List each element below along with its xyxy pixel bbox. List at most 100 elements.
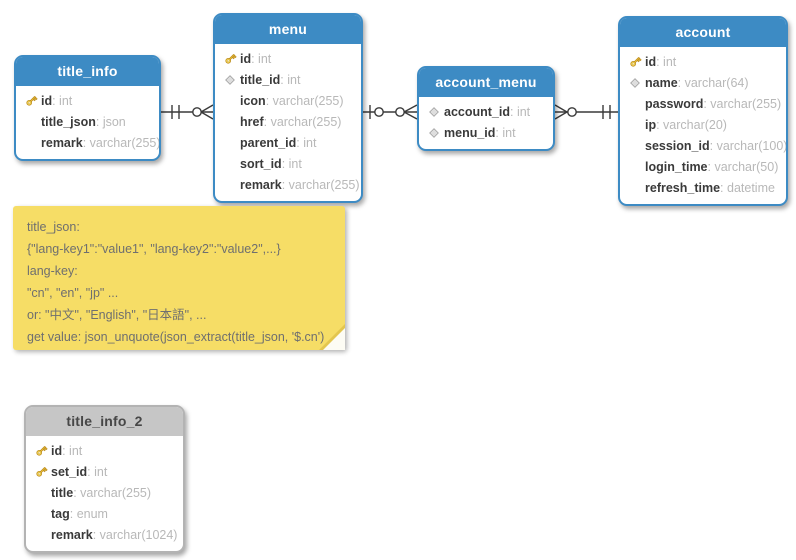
field-name: parent_id [240, 135, 297, 150]
note-line: title_json: [27, 220, 80, 234]
note-line: or: "中文", "English", "日本語", ... [27, 308, 207, 322]
field-row-refresh_time[interactable]: refresh_time: datetime [625, 177, 780, 198]
note-line: {"lang-key1":"value1", "lang-key2":"valu… [27, 242, 281, 256]
field-type: : varchar(50) [707, 159, 779, 174]
field-type: : varchar(255) [281, 177, 360, 192]
field-type: : int [656, 54, 677, 69]
field-name: remark [51, 527, 93, 542]
primary-key-icon [21, 94, 41, 107]
table-title[interactable]: title_info [16, 57, 159, 86]
field-name: name [645, 75, 678, 90]
primary-key-icon [220, 52, 240, 65]
foreign-key-icon [424, 106, 444, 118]
field-row-session_id[interactable]: session_id: varchar(100) [625, 135, 786, 156]
field-row-id[interactable]: id: int [220, 48, 355, 69]
field-type: : int [510, 104, 531, 119]
field-name: id [240, 51, 252, 66]
field-name: password [645, 96, 704, 111]
note-line: get value: json_unquote(json_extract(tit… [27, 330, 325, 344]
field-row-remark[interactable]: remark: varchar(255) [21, 132, 159, 153]
table-title[interactable]: account [620, 18, 786, 47]
field-row-remark[interactable]: remark: varchar(255) [220, 174, 360, 195]
table-title[interactable]: account_menu [419, 68, 553, 97]
field-row-account_id[interactable]: account_id: int [424, 101, 547, 122]
field-row-icon[interactable]: icon: varchar(255) [220, 90, 355, 111]
field-name: account_id [444, 104, 510, 119]
field-row-menu_id[interactable]: menu_id: int [424, 122, 547, 143]
field-row-ip[interactable]: ip: varchar(20) [625, 114, 780, 135]
field-row-name[interactable]: name: varchar(64) [625, 72, 780, 93]
field-type: : int [251, 51, 272, 66]
field-type: : json [95, 114, 126, 129]
field-type: : varchar(64) [677, 75, 749, 90]
field-name: id [41, 93, 53, 108]
primary-key-icon [31, 465, 51, 478]
note-line: "cn", "en", "jp" ... [27, 286, 119, 300]
field-type: : varchar(255) [263, 114, 342, 129]
foreign-key-icon [625, 77, 645, 89]
field-row-title_json[interactable]: title_json: json [21, 111, 153, 132]
field-type: : int [296, 135, 317, 150]
relationship-account_menu-account[interactable] [554, 104, 618, 120]
primary-key-icon [31, 444, 51, 457]
note-line: lang-key: [27, 264, 78, 278]
primary-key-icon [625, 55, 645, 68]
field-type: : datetime [720, 180, 775, 195]
field-row-href[interactable]: href: varchar(255) [220, 111, 355, 132]
field-name: id [645, 54, 657, 69]
field-name: remark [41, 135, 83, 150]
note-fold-corner-icon [323, 328, 345, 350]
table-title[interactable]: title_info_2 [26, 407, 183, 436]
field-row-password[interactable]: password: varchar(255) [625, 93, 782, 114]
field-row-parent_id[interactable]: parent_id: int [220, 132, 355, 153]
field-row-id[interactable]: id: int [21, 90, 153, 111]
field-row-sort_id[interactable]: sort_id: int [220, 153, 355, 174]
field-name: icon [240, 93, 266, 108]
field-name: title_json [41, 114, 96, 129]
field-name: sort_id [240, 156, 282, 171]
field-name: id [51, 443, 63, 458]
relationship-title_info-menu[interactable] [161, 104, 214, 120]
field-type: : int [280, 72, 301, 87]
field-type: : enum [69, 506, 108, 521]
field-name: ip [645, 117, 657, 132]
field-row-remark[interactable]: remark: varchar(1024) [31, 524, 177, 545]
table-title[interactable]: menu [215, 15, 361, 44]
field-name: menu_id [444, 125, 496, 140]
field-type: : varchar(255) [703, 96, 782, 111]
field-row-set_id[interactable]: set_id: int [31, 461, 177, 482]
field-type: : int [87, 464, 108, 479]
field-type: : varchar(255) [73, 485, 152, 500]
field-row-id[interactable]: id: int [625, 51, 780, 72]
field-type: : varchar(1024) [92, 527, 178, 542]
field-row-title[interactable]: title: varchar(255) [31, 482, 177, 503]
sticky-note[interactable]: title_json: {"lang-key1":"value1", "lang… [13, 206, 345, 350]
field-name: session_id [645, 138, 710, 153]
field-type: : int [52, 93, 73, 108]
field-type: : int [495, 125, 516, 140]
field-type: : int [62, 443, 83, 458]
field-type: : varchar(255) [82, 135, 161, 150]
field-name: href [240, 114, 264, 129]
relationship-menu-account_menu[interactable] [363, 104, 418, 120]
field-row-id[interactable]: id: int [31, 440, 177, 461]
field-name: refresh_time [645, 180, 721, 195]
field-row-title_id[interactable]: title_id: int [220, 69, 355, 90]
field-type: : int [281, 156, 302, 171]
foreign-key-icon [220, 74, 240, 86]
field-row-login_time[interactable]: login_time: varchar(50) [625, 156, 780, 177]
field-row-tag[interactable]: tag: enum [31, 503, 177, 524]
field-name: remark [240, 177, 282, 192]
